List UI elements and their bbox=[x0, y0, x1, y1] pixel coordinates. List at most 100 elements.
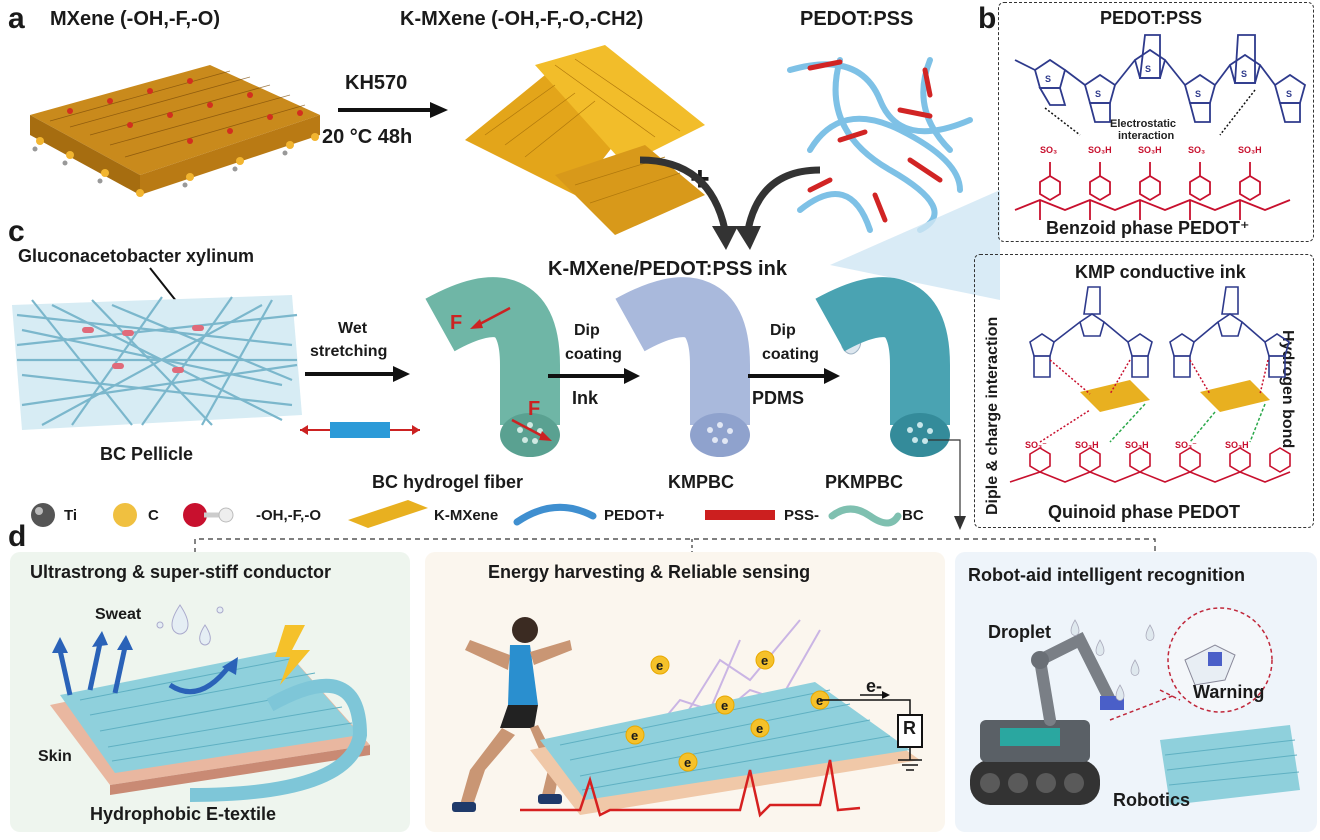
e-textile-on-skin-illustration bbox=[50, 604, 370, 802]
resistor-label: R bbox=[903, 718, 916, 738]
quinoid-caption: Quinoid phase PEDOT bbox=[1048, 502, 1241, 522]
electron-4: e bbox=[631, 728, 639, 743]
so3-label-b1: SO₃ bbox=[1040, 145, 1058, 155]
legend-oh-swatch bbox=[183, 503, 234, 527]
force-label-2: F bbox=[528, 398, 541, 420]
bc-pellicle-label: BC Pellicle bbox=[100, 444, 194, 464]
electron-3: e bbox=[721, 698, 729, 713]
svg-text:S: S bbox=[1195, 89, 1201, 99]
bc-pellicle-illustration bbox=[12, 295, 302, 430]
force-arrow-1 bbox=[470, 306, 511, 329]
so3-label-b4: SO₃ bbox=[1188, 145, 1206, 155]
electron-7: e bbox=[816, 693, 824, 708]
stretching-label: stretching bbox=[310, 343, 388, 360]
ink-coat-label: Ink bbox=[572, 388, 599, 408]
pedot-pss-chains-illustration bbox=[787, 57, 973, 233]
electron-1: e bbox=[656, 658, 664, 673]
legend-c-label: C bbox=[148, 507, 159, 524]
so3h-label-b3: SO₃H bbox=[1138, 145, 1162, 155]
pedot-pss-title: PEDOT:PSS bbox=[800, 8, 914, 30]
d2-title: Energy harvesting & Reliable sensing bbox=[488, 562, 811, 582]
callout-wedges bbox=[830, 190, 1000, 300]
sweat-label: Sweat bbox=[95, 606, 142, 623]
stretched-fiber-segment bbox=[300, 422, 420, 438]
dip-coating-arrow-2 bbox=[748, 368, 840, 384]
dip1-coating-label: coating bbox=[565, 346, 622, 363]
hydrophobic-e-textile-label: Hydrophobic E-textile bbox=[90, 804, 277, 824]
dip-coating-arrow-1 bbox=[548, 368, 640, 384]
bc-hydrogel-fiber-illustration bbox=[425, 277, 560, 457]
robotics-label: Robotics bbox=[1113, 790, 1191, 810]
kmp-box bbox=[974, 254, 1314, 528]
legend-pedot-label: PEDOT+ bbox=[604, 507, 665, 524]
pedot-structure: SSS SSS bbox=[1014, 34, 1307, 136]
legend-bc-label: BC bbox=[902, 507, 924, 524]
svg-text:S: S bbox=[1286, 89, 1292, 99]
electron-2: e bbox=[761, 653, 769, 668]
pkmpbc-label: PKMPBC bbox=[825, 472, 904, 492]
dip1-label: Dip bbox=[574, 322, 600, 339]
reaction-condition: 20 °C 48h bbox=[322, 126, 413, 148]
skin-label: Skin bbox=[38, 748, 72, 765]
wet-stretching-arrow bbox=[305, 366, 410, 382]
pdms-label: PDMS bbox=[752, 388, 805, 408]
droplet-label: Droplet bbox=[988, 622, 1051, 642]
so3h-label-k5: SO₃H bbox=[1225, 440, 1249, 450]
kmp-structure bbox=[1009, 286, 1291, 483]
force-label-1: F bbox=[450, 312, 463, 334]
kmp-title: KMP conductive ink bbox=[1075, 262, 1246, 282]
legend-c-swatch bbox=[113, 503, 137, 527]
wet-label: Wet bbox=[338, 320, 368, 337]
pss-structure-b bbox=[1014, 162, 1291, 220]
so3-label-k1: SO₃⁻ bbox=[1025, 440, 1047, 450]
sensing-textile-illustration bbox=[520, 619, 923, 818]
legend-kmxene-label: K-MXene bbox=[434, 507, 499, 524]
panel-letter-b: b bbox=[978, 2, 997, 35]
panel-letter-a: a bbox=[8, 2, 25, 35]
interaction-label: interaction bbox=[1118, 130, 1175, 142]
legend-bc-swatch bbox=[828, 505, 902, 527]
runner-illustration bbox=[452, 617, 572, 812]
legend-pss-swatch bbox=[705, 510, 775, 520]
electron-6: e bbox=[684, 755, 692, 770]
kmxene-sheets-illustration bbox=[465, 45, 705, 235]
panel-d-bracket bbox=[194, 538, 1156, 553]
legend-oh-label: -OH,-F,-O bbox=[256, 507, 321, 524]
svg-text:S: S bbox=[1095, 89, 1101, 99]
force-arrow-2 bbox=[511, 418, 552, 441]
panel-b-title: PEDOT:PSS bbox=[1100, 8, 1203, 28]
warning-label: Warning bbox=[1193, 682, 1265, 702]
pkmpbc-fiber-illustration bbox=[815, 277, 950, 457]
legend-ti-label: Ti bbox=[64, 507, 78, 524]
legend-pedot-swatch bbox=[513, 503, 597, 526]
svg-text:S: S bbox=[1241, 69, 1247, 79]
so3h-label-k3: SO₃H bbox=[1125, 440, 1149, 450]
robot-illustration bbox=[970, 607, 1300, 805]
electron-flow-label: e- bbox=[866, 676, 883, 696]
panel-b-box bbox=[998, 2, 1314, 242]
reagent-label: KH570 bbox=[345, 72, 408, 94]
dipole-charge-label: Diple & charge interaction bbox=[984, 316, 1001, 515]
kmpbc-fiber-illustration bbox=[615, 277, 750, 457]
d1-title: Ultrastrong & super-stiff conductor bbox=[30, 562, 332, 582]
kmxene-title: K-MXene (-OH,-F,-O,-CH2) bbox=[400, 8, 644, 30]
so3h-label-k2: SO₃H bbox=[1075, 440, 1099, 450]
panel-letter-c: c bbox=[8, 215, 25, 248]
dip2-coating-label: coating bbox=[762, 346, 819, 363]
electron-5: e bbox=[756, 721, 764, 736]
reaction-arrow bbox=[338, 102, 448, 118]
panel-letter-d: d bbox=[8, 520, 27, 553]
electrostatic-label: Electrostatic bbox=[1110, 118, 1177, 130]
kmpbc-label: KMPBC bbox=[668, 472, 734, 492]
merge-arrows bbox=[639, 156, 821, 250]
so3h-label-b2: SO₃H bbox=[1088, 145, 1112, 155]
mxene-lattice-illustration bbox=[30, 65, 320, 197]
so3-label-k4: SO₃⁻ bbox=[1175, 440, 1197, 450]
ink-label: K-MXene/PEDOT:PSS ink bbox=[548, 258, 787, 280]
bc-hydrogel-fiber-label: BC hydrogel fiber bbox=[372, 472, 524, 492]
dip2-label: Dip bbox=[770, 322, 796, 339]
legend-pss-label: PSS- bbox=[784, 507, 820, 524]
svg-text:S: S bbox=[1045, 74, 1051, 84]
legend-kmxene-swatch bbox=[348, 500, 428, 528]
mxene-title: MXene (-OH,-F,-O) bbox=[50, 8, 220, 30]
